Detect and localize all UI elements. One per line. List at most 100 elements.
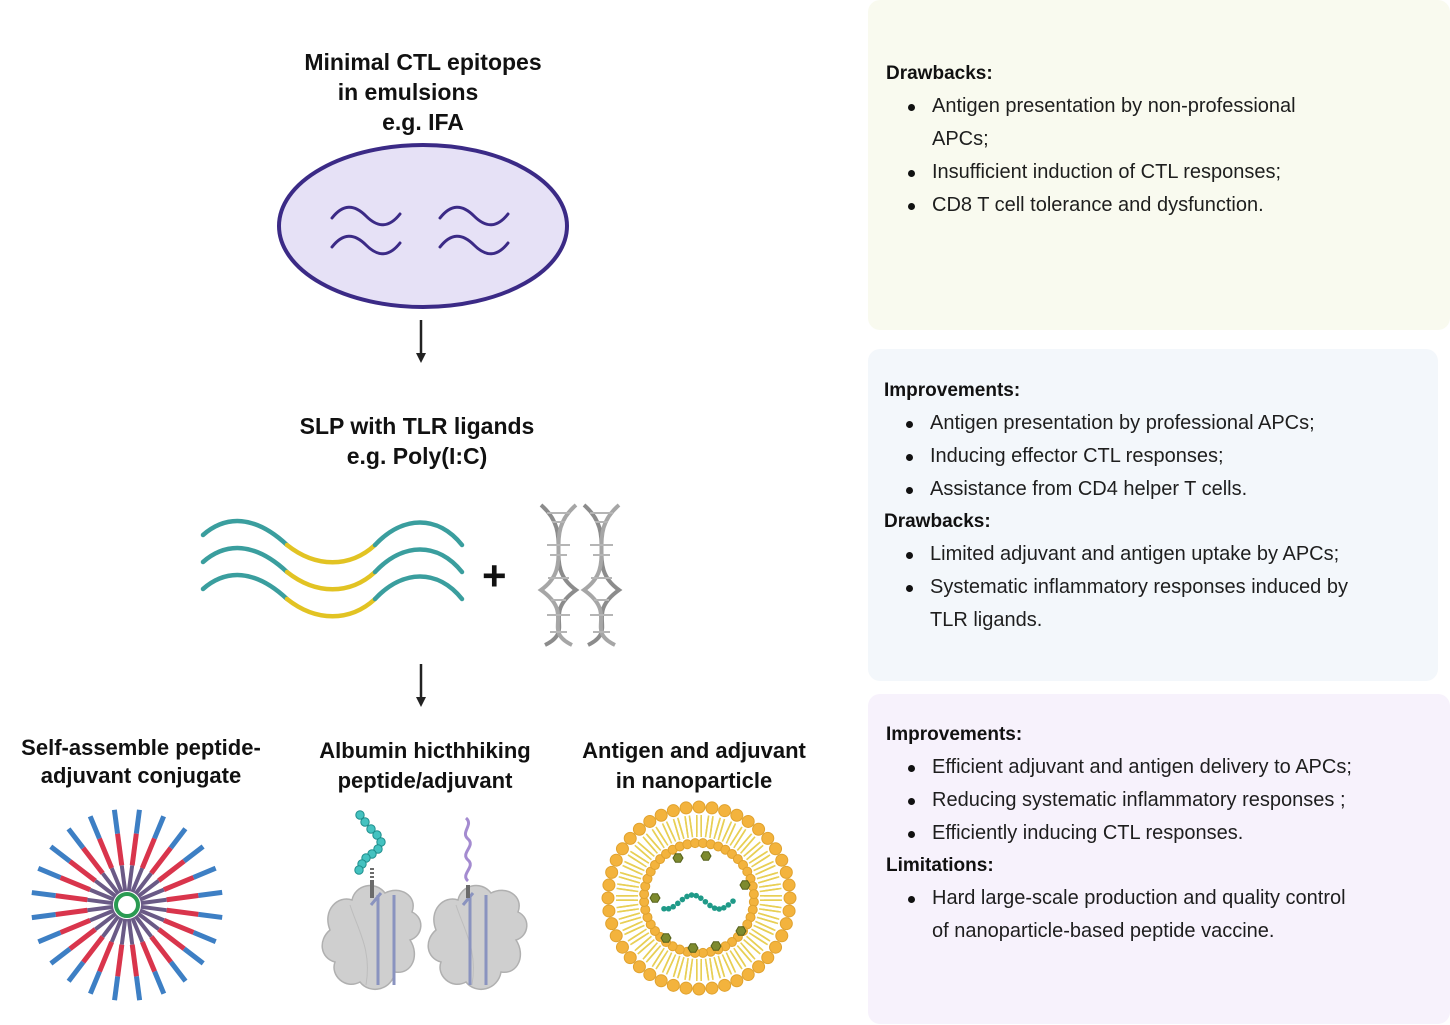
stage2-title-line1: SLP with TLR ligands [299,413,535,439]
conjugate-peptide [68,859,97,883]
conjugate-peptide [166,893,199,903]
conjugate-peptide [166,907,199,917]
panel2-improvements-heading: Improvements: [884,380,1021,401]
conjugate-peptide [59,918,92,935]
adjuvant-molecule [735,926,747,936]
self-assembled-conjugate-icon [31,809,223,1001]
conjugate-peptide [162,875,195,892]
conjugate-core [114,892,140,918]
conjugate-peptide [163,917,195,935]
conjugate-adjuvant [66,827,86,850]
list-item: Antigen presentation by professional APC… [906,407,1438,440]
conjugate-peptide [97,837,114,870]
panel2-improvements-list: Antigen presentation by professional APC… [884,407,1438,506]
antigen-bead [684,893,690,900]
conjugate-linker [109,917,124,943]
conjugate-adjuvant [198,889,223,899]
antigen-bead [688,892,695,898]
antigen-bead [721,904,727,911]
antigen-bead [679,896,686,903]
lipid-head [718,978,732,992]
antigen-bead [725,902,732,908]
lipid-head [666,978,680,992]
stage3a-title: Self-assemble peptide- adjuvant conjugat… [0,734,282,790]
conjugate-peptide [97,941,115,973]
conjugate-linker [89,887,115,902]
conjugate-linker [89,908,115,923]
emulsion-droplet-icon [277,143,569,309]
conjugate-linker [101,872,121,896]
peptide-bead [355,810,365,820]
lipid-head [679,981,693,995]
lipid-head [632,822,646,836]
conjugate-linker [140,904,167,913]
panel2-drawbacks-heading: Drawbacks: [884,511,991,532]
conjugate-linker [126,918,135,945]
lipid-head [779,917,793,931]
lipid-head [654,808,668,822]
panel3-limitations-heading: Limitations: [886,855,994,876]
lipid-head [769,842,783,856]
antigen-bead [730,898,736,904]
peptide-bead [354,865,364,875]
conjugate-peptide [59,875,91,893]
conjugate-adjuvant [182,844,205,864]
conjugate-linker [140,897,167,906]
stage2-title: SLP with TLR ligands e.g. Poly(I:C) [257,411,577,471]
antigen-bead [665,905,672,912]
lipid-head [779,865,793,879]
conjugate-linker [136,911,160,931]
lipid-head [666,804,680,818]
conjugate-peptide [157,927,186,951]
conjugate-linker [133,872,153,896]
list-item: Limited adjuvant and antigen uptake by A… [906,538,1438,571]
panel2-drawbacks-list: Limited adjuvant and antigen uptake by A… [884,538,1438,637]
peptide-bead [360,817,370,827]
conjugate-linker [136,879,160,899]
peptide-bead-chain-icon [354,810,386,882]
conjugate-adjuvant [31,890,56,899]
conjugate-peptide [149,935,173,964]
lipid-head [782,878,796,892]
conjugate-linker [119,865,128,892]
lipid-head [615,940,629,954]
poly-ic-helix-icon [537,503,621,647]
conjugate-peptide [55,893,88,903]
conjugate-linker [126,865,135,892]
conjugate-adjuvant [31,911,56,921]
conjugate-linker [130,917,145,943]
conjugate-adjuvant [87,815,102,840]
vaccine-evolution-illustration [31,143,797,1001]
adjuvant-molecule [739,880,751,890]
conjugate-adjuvant [192,865,217,880]
stage1-title: Minimal CTL epitopes in emulsions e.g. I… [263,47,583,137]
panel3-improvements-heading: Improvements: [886,724,1023,745]
list-item: Systematic inflammatory responses induce… [906,571,1438,637]
conjugate-adjuvant [133,976,143,1001]
conjugate-peptide [129,833,139,866]
nanoparticle-liposome-icon [601,800,797,996]
lipid-head [761,831,775,845]
conjugate-linker [109,867,124,893]
adjuvant-molecule [649,893,661,903]
lipid-head [692,800,706,814]
antigen-bead [698,895,704,901]
antigen-bead [693,892,699,899]
conjugate-peptide [68,927,97,951]
stage2-title-line2: e.g. Poly(I:C) [346,443,488,469]
conjugate-adjuvant [37,930,62,945]
conjugate-linker [94,911,118,931]
albumin-protein-left-icon [321,880,422,991]
antigen-bead [711,905,718,911]
conjugate-peptide [129,944,139,977]
stage3c-title-line2: in nanoparticle [615,768,773,793]
lipid-head [643,814,657,828]
lipid-head [602,904,616,918]
lipid-head [730,808,744,822]
lipid-head [775,929,789,943]
lipid-head [775,853,789,867]
conjugate-peptide [157,859,186,883]
lipid-head [783,891,797,905]
conjugate-adjuvant [168,827,188,850]
conjugate-linker [139,887,165,902]
